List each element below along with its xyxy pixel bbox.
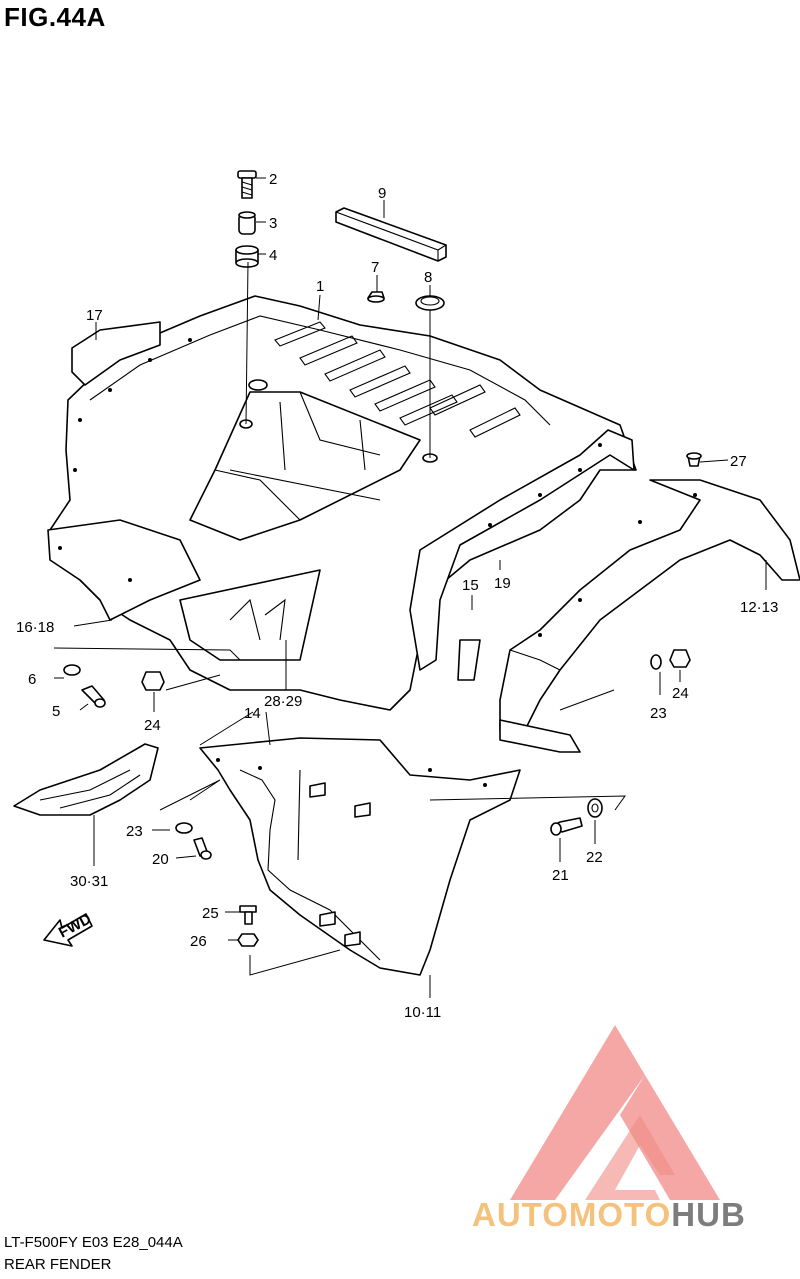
callout-14: 14 [244,705,261,722]
forward-arrow-icon [43,913,93,947]
watermark-logo [510,1025,720,1200]
pad-part [335,207,447,262]
callout-6: 6 [28,671,36,688]
callout-3: 3 [269,215,277,232]
inner-fender-panel [199,737,521,976]
nut-part [141,671,165,691]
screw-part [81,685,106,708]
figure-title: FIG.44A [4,2,106,32]
callout-22: 22 [586,849,603,866]
section-name: REAR FENDER [4,1256,112,1273]
callout-21: 21 [552,867,569,884]
washer-part [650,654,662,670]
fender-extension-part [499,479,800,753]
callout-26: 26 [190,933,207,950]
callout-27: 27 [730,453,747,470]
callout-2: 2 [269,171,277,188]
push-rivet-part [686,452,702,467]
cap-part [415,295,445,311]
callout-23-left: 23 [126,823,143,840]
callout-1: 1 [316,278,324,295]
callout-16-18: 16·18 [16,619,54,636]
callout-25: 25 [202,905,219,922]
collar-part [238,211,256,235]
watermark-text: AUTOMOTOHUB [472,1196,746,1234]
clip-part [367,291,385,303]
callout-19: 19 [494,575,511,592]
washer-part [587,798,603,818]
grommet-part [235,245,259,268]
callout-8: 8 [424,269,432,286]
callout-5: 5 [52,703,60,720]
callout-9: 9 [378,185,386,202]
flange-bolt-part [239,905,257,925]
nut-part [669,649,691,668]
callout-28-29: 28·29 [264,693,302,710]
bolt-part [237,170,257,199]
mud-guard-part [47,519,201,621]
callout-4: 4 [269,247,277,264]
callout-24-left: 24 [144,717,161,734]
callout-30-31: 30·31 [70,873,108,890]
rear-fender-body [49,295,637,711]
callout-20: 20 [152,851,169,868]
callout-17: 17 [86,307,103,324]
flange-nut-part [237,933,259,947]
watermark-text-part2: HUB [671,1196,746,1233]
footrest-mat-part [13,743,159,816]
callout-15: 15 [462,577,479,594]
watermark-text-part1: AUTOMOTO [472,1196,672,1233]
callout-10-11: 10·11 [404,1004,441,1021]
callout-24-right: 24 [672,685,689,702]
washer-part [63,664,81,676]
callout-23-right: 23 [650,705,667,722]
footer: LT-F500FY E03 E28_044A REAR FENDER [4,1232,183,1276]
screw-part [193,837,212,860]
callout-12-13: 12·13 [740,599,778,616]
forward-arrow-label: FWD [56,910,94,941]
washer-part [175,822,193,834]
side-rail-part [409,429,635,681]
leader-lines [53,177,767,998]
side-flap-part [71,321,161,386]
callout-7: 7 [371,259,379,276]
bolt-part [550,817,583,836]
model-code: LT-F500FY E03 E28_044A [4,1234,183,1251]
